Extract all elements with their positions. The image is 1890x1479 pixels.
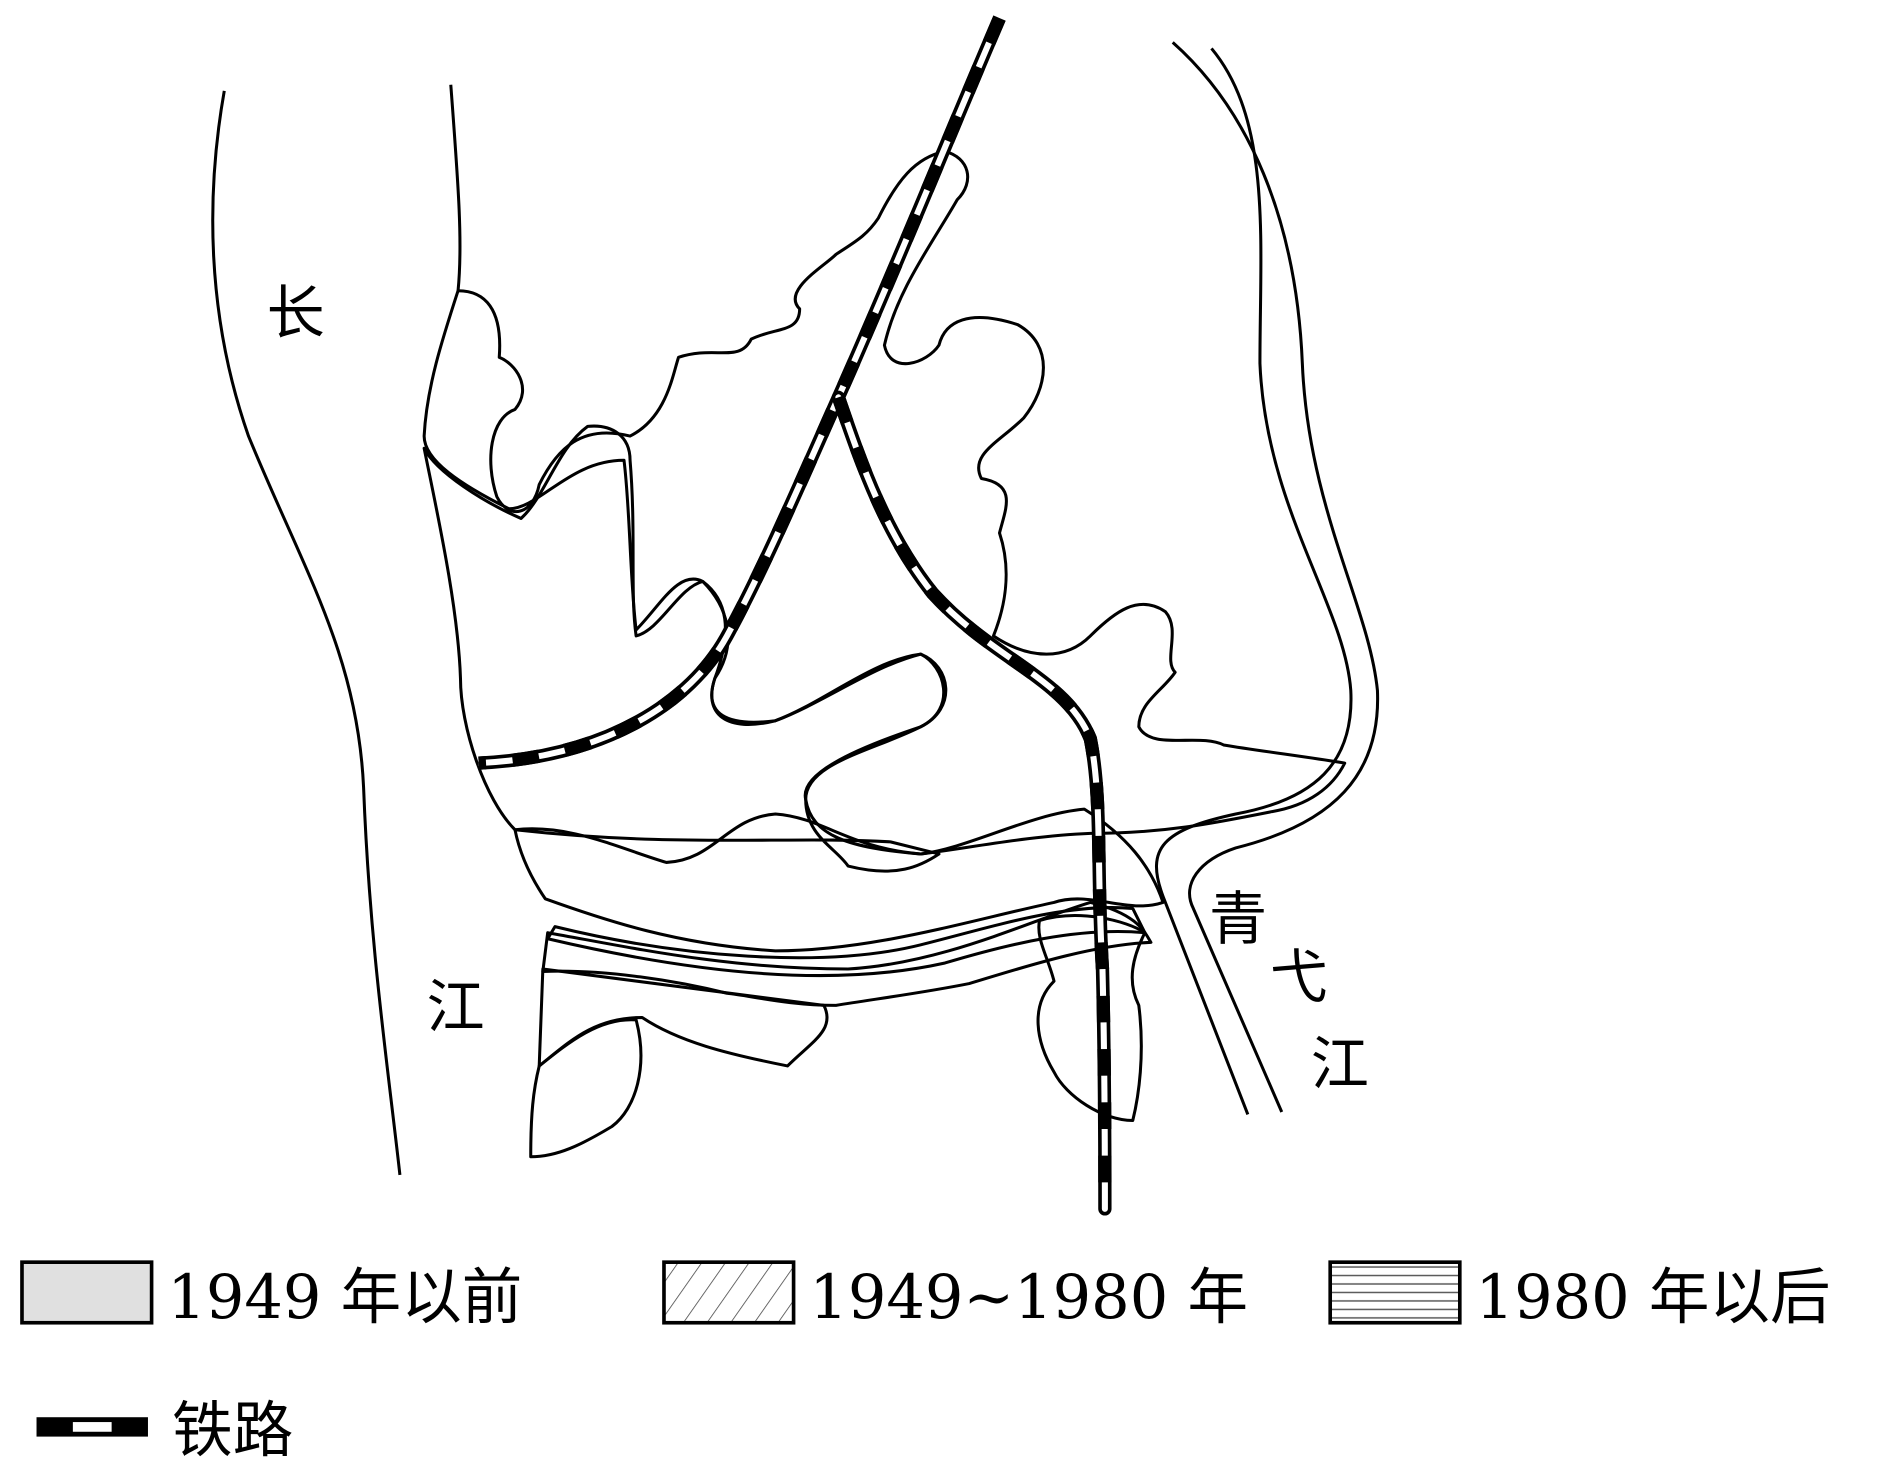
railway bbox=[478, 15, 1112, 1216]
legend-label-after-1980: 1980 年以后 bbox=[1476, 1263, 1831, 1333]
legend: 1949 年以前 1949~1980 年 1980 年以后 铁路 bbox=[20, 1260, 1831, 1466]
legend-label-railway: 铁路 bbox=[172, 1396, 293, 1466]
legend-swatch-before-1949 bbox=[20, 1260, 154, 1325]
area-1949-1980 bbox=[422, 424, 948, 873]
label-qingyi-3: 江 bbox=[1311, 1030, 1369, 1098]
area-after-1980-southeast bbox=[1036, 914, 1147, 1122]
qingyi-river-outer-bank bbox=[1171, 41, 1380, 1113]
area-before-1949 bbox=[513, 807, 1165, 953]
railway-legend-icon bbox=[36, 1417, 148, 1437]
label-changjiang-1: 长 bbox=[267, 279, 325, 347]
area-before-1949-south bbox=[541, 900, 1153, 1007]
legend-label-1949-1980: 1949~1980 年 bbox=[809, 1263, 1248, 1333]
legend-swatch-1949-1980 bbox=[662, 1260, 796, 1325]
label-qingyi-2: 弋 bbox=[1270, 943, 1328, 1011]
legend-swatch-after-1980 bbox=[1328, 1260, 1462, 1325]
river-channel bbox=[546, 906, 1147, 978]
label-qingyi-1: 青 bbox=[1209, 885, 1267, 953]
legend-label-before-1949: 1949 年以前 bbox=[167, 1263, 522, 1333]
yangtze-east-bank bbox=[449, 84, 462, 291]
yangtze-west-bank bbox=[211, 90, 402, 1176]
area-after-1980-south bbox=[529, 1018, 643, 1159]
label-changjiang-2: 江 bbox=[427, 973, 485, 1041]
